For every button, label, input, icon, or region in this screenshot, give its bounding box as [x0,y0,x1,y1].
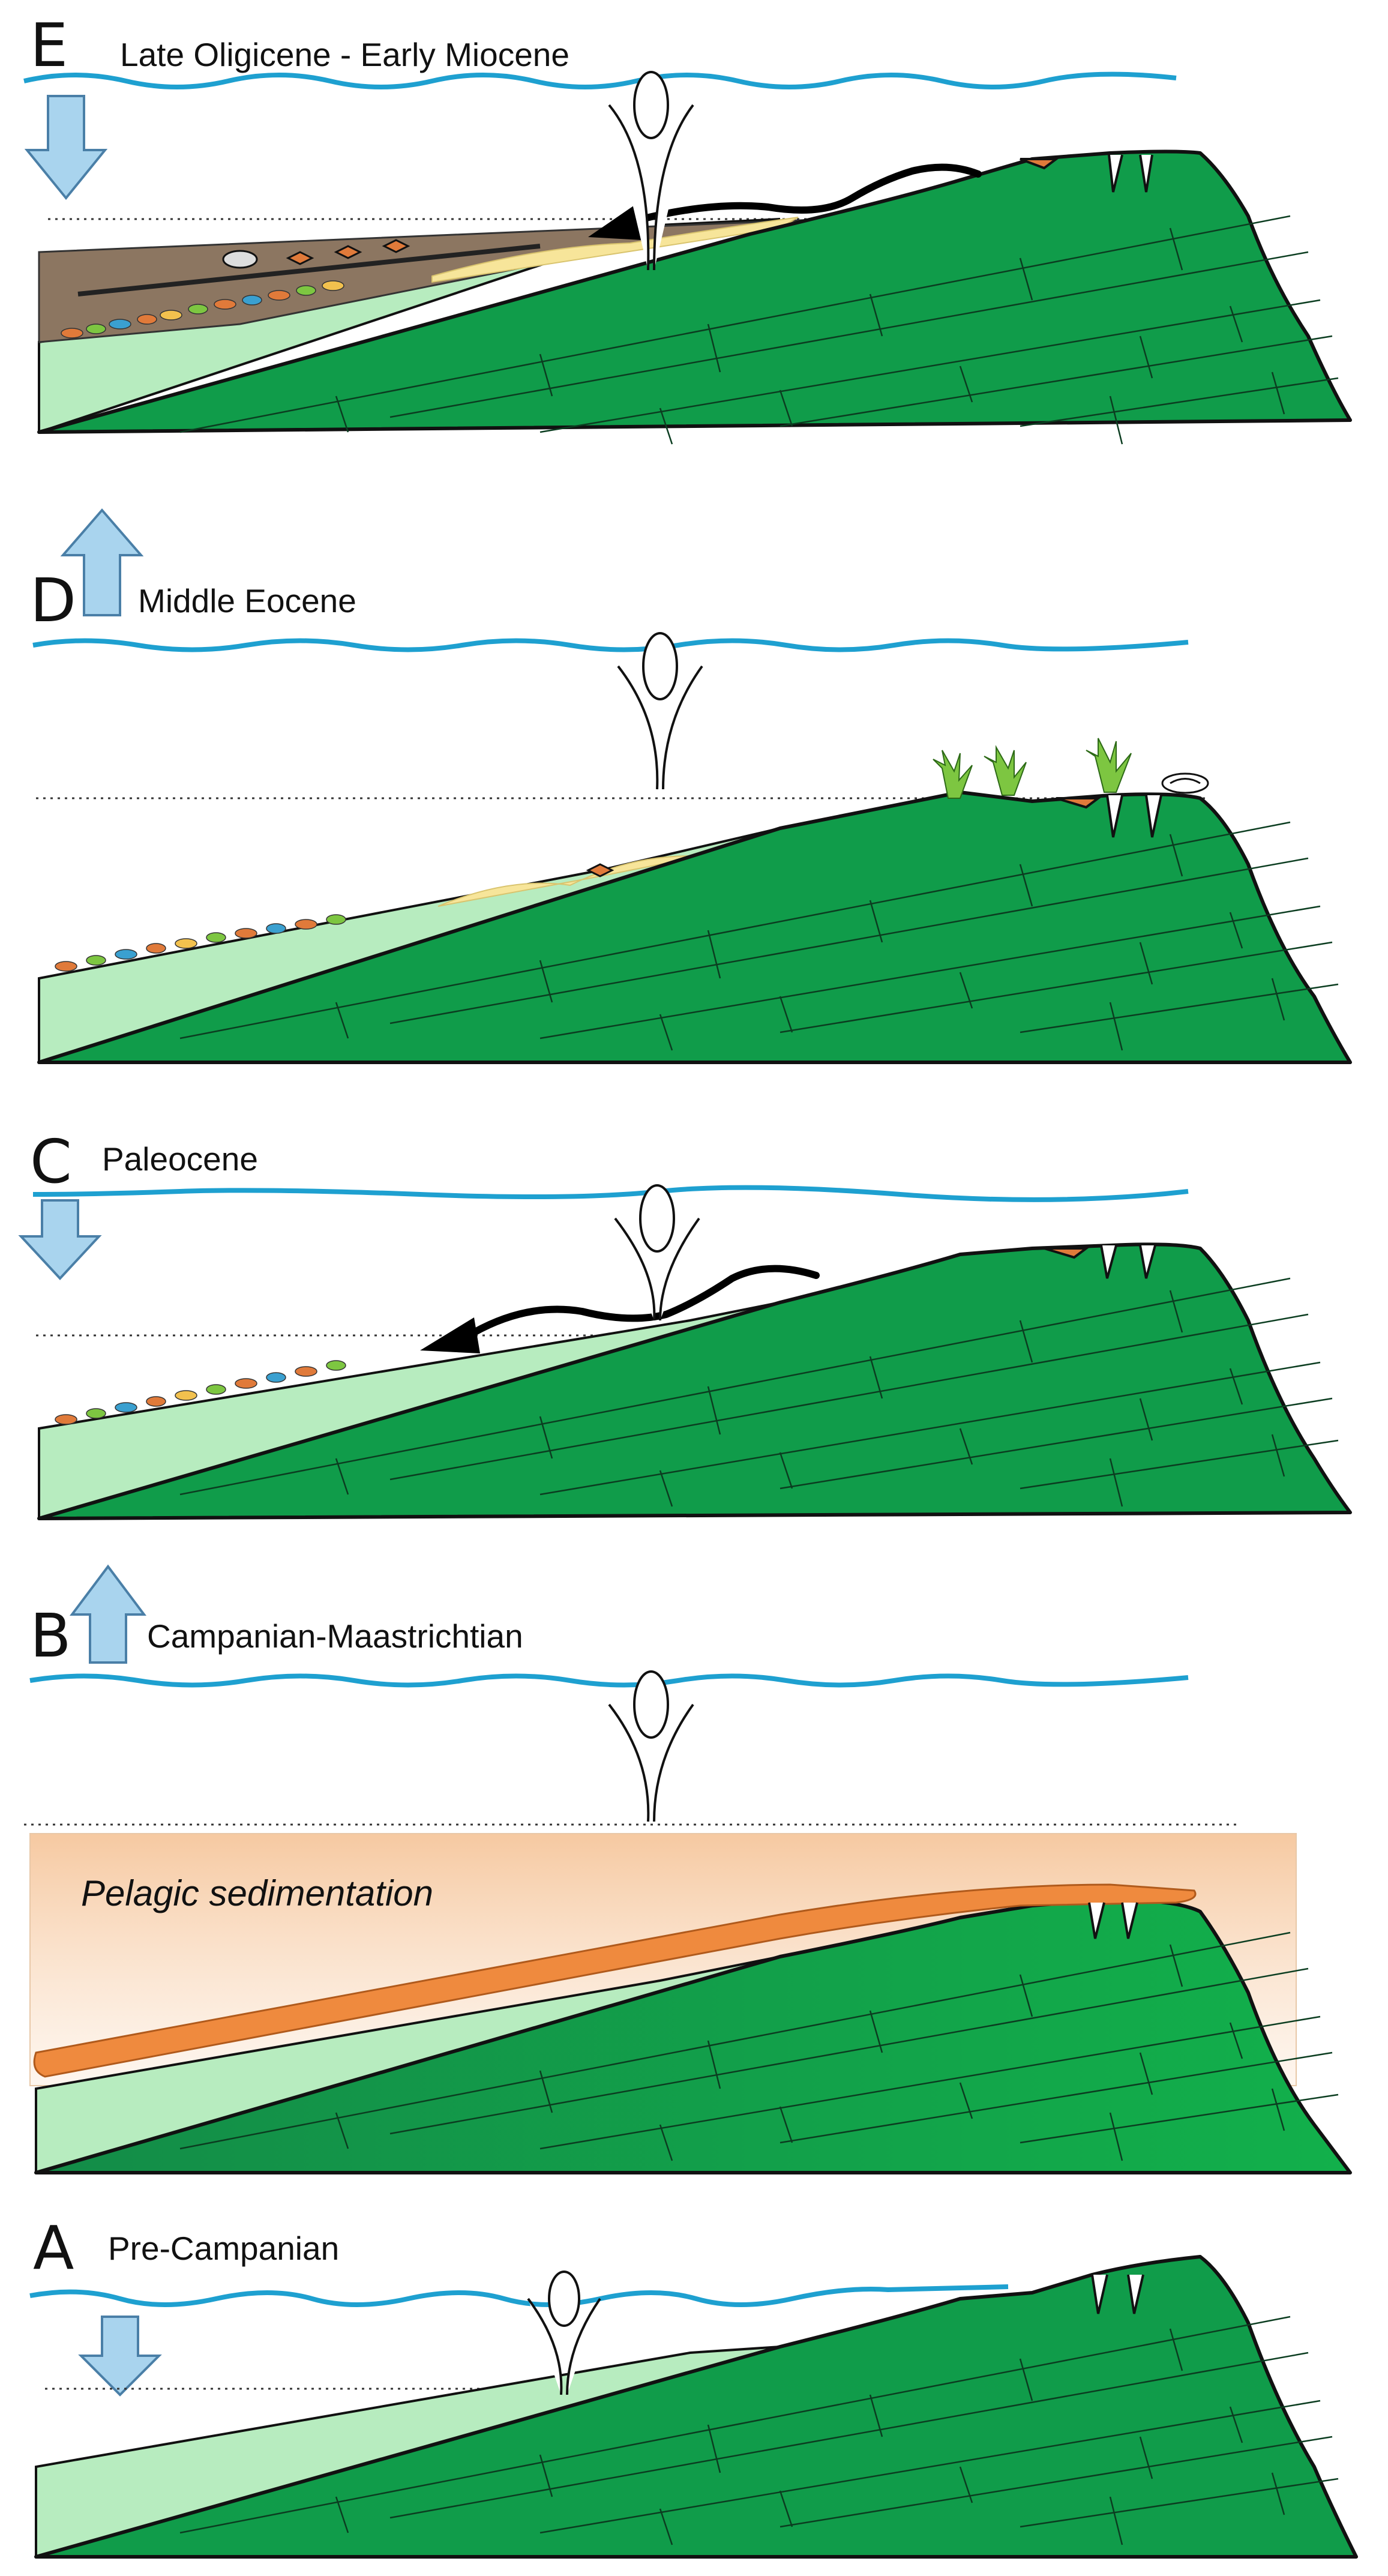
fossil-icon [617,632,703,790]
panel-title-a: Pre-Campanian [108,2230,339,2267]
rubble-debris [61,280,344,339]
panel-d: D Middle Eocene [30,508,1352,1064]
arrow-down-icon [78,2316,162,2397]
seagrass-icon [933,738,1132,799]
karst-notches [1044,1245,1156,1279]
karst-notches [1056,795,1162,838]
fossil-icon [614,1184,700,1321]
carbonate-platform [34,1898,1352,2174]
panel-title-e: Late Oligicene - Early Miocene [120,36,569,73]
rubble-debris [55,1360,346,1425]
orange-diamond-markers [286,239,410,265]
flow-arrowhead [420,1317,480,1353]
panel-letter-a: A [33,2213,74,2283]
sea-level-line [23,71,1177,89]
sea-level-line [32,1185,1189,1202]
panel-b: B Campanian-Maastrichtian Pelagic sedime… [24,1564,1352,2174]
coral-head-icon [222,250,258,269]
flow-arrowhead [588,204,642,240]
panel-letter-b: B [30,1601,71,1671]
karst-notches [1088,1902,1138,1939]
panel-title-b: Campanian-Maastrichtian [147,1618,523,1655]
karst-notches [1020,154,1153,193]
panel-title-d: Middle Eocene [138,582,356,619]
pelagic-cap-layer [33,1883,1197,2078]
carbonate-platform [34,2255,1358,2559]
arrow-down-icon [24,95,108,200]
panel-letter-c: C [30,1127,72,1197]
carbonate-platform [37,790,1352,1064]
karst-notches [1091,2274,1144,2314]
flow-arrow [470,1265,820,1336]
arrow-down-icon [18,1199,102,1280]
pelagic-sedimentation-label: Pelagic sedimentation [81,1873,433,1913]
arrow-up-icon [70,1564,146,1664]
panel-c: C Paleocene [18,1127,1352,1520]
sea-level-line [32,638,1189,652]
panel-letter-d: D [30,565,76,636]
sea-level-line [29,2284,1009,2307]
arrow-up-icon [60,508,144,616]
carbonate-platform [37,1242,1352,1520]
rubble-debris [55,914,346,972]
gastropod-shell-icon [1161,772,1209,794]
panel-letter-e: E [30,10,68,80]
panel-a: A Pre-Campanian [29,2213,1358,2559]
sea-level-line [29,1673,1189,1688]
panel-e: E Late Oligicene - Early Miocene [23,10,1352,445]
panel-title-c: Paleocene [102,1140,258,1178]
fossil-icon [527,2271,601,2395]
fossil-icon [608,1670,694,1822]
fossil-icon [608,71,694,271]
sand-bar [431,217,799,283]
flow-arrow [626,163,982,226]
